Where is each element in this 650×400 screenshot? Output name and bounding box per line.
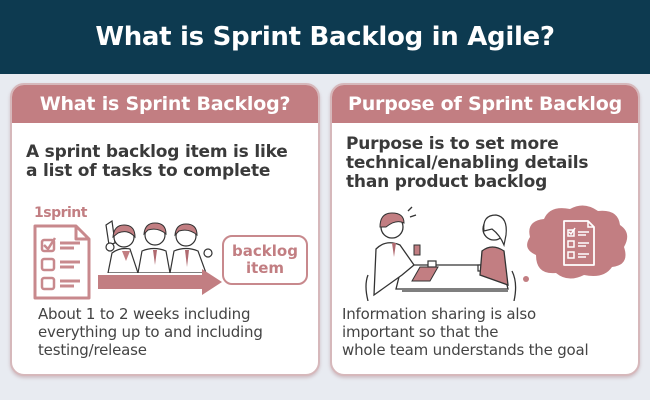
header-banner: What is Sprint Backlog in Agile?: [0, 0, 650, 74]
card-lead: A sprint backlog item is like a list of …: [12, 143, 318, 181]
two-people-meeting-icon: [365, 206, 517, 301]
card-title: Purpose of Sprint Backlog: [332, 85, 638, 123]
body-line: whole team understands the goal: [342, 341, 589, 359]
card-title: What is Sprint Backlog?: [12, 85, 318, 123]
body-line: everything up to and including: [38, 323, 263, 341]
checklist-document-icon: [33, 224, 91, 300]
backlog-box-line: item: [245, 259, 285, 277]
page-title: What is Sprint Backlog in Agile?: [95, 22, 555, 52]
backlog-box-line: backlog: [232, 242, 298, 260]
team-of-three-icon: [105, 219, 213, 273]
card-body-text: Information sharing is also important so…: [332, 305, 638, 359]
body-line: testing/release: [38, 341, 147, 359]
card-what-is-sprint-backlog: What is Sprint Backlog? A sprint backlog…: [10, 83, 320, 376]
thought-cloud-checklist-icon: [523, 205, 628, 282]
lead-line: Purpose is to set more: [346, 134, 559, 154]
lead-line: A sprint backlog item is like: [26, 142, 288, 162]
lead-line: a list of tasks to complete: [26, 161, 271, 181]
body-line: About 1 to 2 weeks including: [38, 305, 251, 323]
lead-line: than product backlog: [346, 172, 548, 192]
card-purpose-of-sprint-backlog: Purpose of Sprint Backlog Purpose is to …: [330, 83, 640, 376]
right-arrow-icon: [98, 269, 222, 295]
lead-line: technical/enabling details: [346, 153, 589, 173]
backlog-item-box: backlog item: [222, 235, 308, 285]
card-lead: Purpose is to set more technical/enablin…: [332, 135, 638, 192]
body-line: Information sharing is also: [342, 305, 536, 323]
body-line: important so that the: [342, 323, 499, 341]
sprint-label: 1sprint: [34, 205, 87, 221]
card-body-text: About 1 to 2 weeks including everything …: [12, 305, 318, 359]
